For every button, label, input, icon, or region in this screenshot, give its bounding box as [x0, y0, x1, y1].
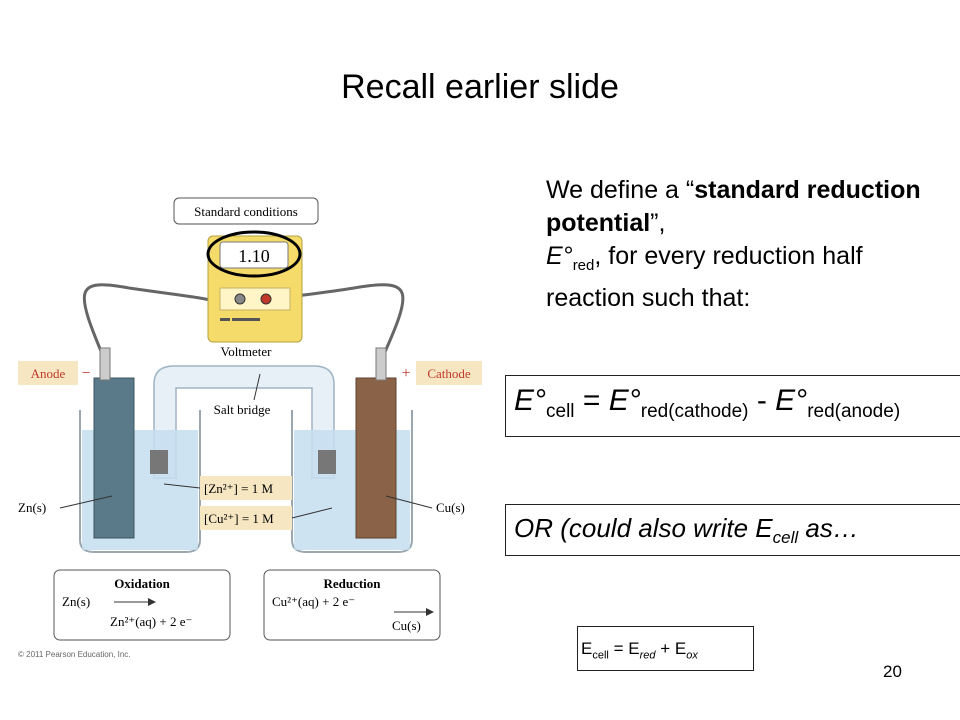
formula-minus: - [748, 384, 776, 417]
small-e1: E [581, 639, 593, 658]
intro-part-1: We define a “ [546, 176, 695, 204]
cathode-sign: + [401, 365, 410, 382]
formula-s3: red(anode) [807, 401, 901, 422]
voltmeter-reading: 1.10 [238, 246, 270, 266]
zn-conc-label: [Zn²⁺] = 1 M [204, 481, 273, 496]
or-sub: cell [772, 528, 799, 548]
zinc-electrode [93, 377, 135, 539]
oxidation-box [53, 569, 231, 641]
formula-s1: cell [546, 401, 575, 422]
small-s2: red [639, 649, 656, 662]
anode-label: Anode [31, 366, 66, 381]
or-text: OR (could also write E [514, 513, 773, 543]
left-beaker [79, 410, 201, 553]
intro-text: We define a “standard reduction potentia… [546, 174, 926, 315]
voltmeter-terminal-pos [260, 293, 272, 305]
formula-e1: E° [514, 384, 547, 417]
highlight-circle [206, 230, 302, 278]
cu-conc-box [200, 506, 292, 530]
zinc-electrode-label: Zn(s) [18, 500, 46, 515]
oxidation-products: Zn²⁺(aq) + 2 e⁻ [110, 614, 192, 629]
reduction-product: Cu(s) [392, 618, 421, 633]
formula-p3: (anode) [834, 401, 901, 422]
ecell-sum-formula: Ecell = Ered + Eox [577, 626, 754, 671]
small-e3: E [674, 639, 687, 658]
right-beaker [291, 410, 413, 553]
formula-eq: = [574, 384, 609, 417]
small-eq: = [608, 639, 629, 658]
cu-conc-label: [Cu²⁺] = 1 M [204, 511, 274, 526]
intro-symbol: E° [546, 242, 573, 270]
cell-potential-formula: E°cell = E°red(cathode) - E°red(anode) [505, 375, 960, 437]
formula-p2: (cathode) [668, 401, 749, 422]
formula-e2: E° [608, 384, 641, 417]
salt-bridge-label: Salt bridge [214, 402, 271, 417]
slide-title: Recall earlier slide [341, 68, 619, 106]
copyright-notice: © 2011 Pearson Education, Inc. [18, 650, 131, 659]
copper-electrode [355, 377, 397, 539]
anode-label-box [18, 361, 78, 385]
reduction-box [263, 569, 441, 641]
intro-bold-term: standard reduction potential [546, 176, 921, 237]
formula-s2: red(cathode) [640, 401, 749, 422]
alternative-formula-note: OR (could also write Ecell as… [505, 504, 960, 556]
cathode-label: Cathode [427, 366, 471, 381]
cathode-label-box [416, 361, 482, 385]
zn-conc-box [200, 476, 292, 500]
or-tail: as… [798, 513, 859, 543]
standard-conditions-box [173, 197, 319, 225]
formula-e3: E° [775, 384, 808, 417]
oxidation-reactant: Zn(s) [62, 594, 90, 609]
intro-part-3: , for every reduction half reaction such… [546, 242, 863, 312]
voltmeter-label: Voltmeter [220, 344, 272, 359]
voltmeter-terminal-neg [234, 293, 246, 305]
oxidation-title: Oxidation [114, 576, 170, 591]
galvanic-cell-figure: Standard conditions 1.10 Voltmeter Salt … [14, 178, 514, 668]
voltmeter-display [219, 241, 289, 269]
small-e2: E [628, 639, 640, 658]
intro-symbol-sub: red [572, 257, 595, 274]
standard-conditions-label: Standard conditions [194, 204, 298, 219]
reduction-reactants: Cu²⁺(aq) + 2 e⁻ [272, 594, 355, 609]
left-wire [82, 283, 225, 364]
anode-sign: − [81, 365, 90, 382]
small-s1: cell [592, 649, 609, 662]
page-number: 20 [883, 662, 902, 681]
reduction-title: Reduction [323, 576, 381, 591]
small-plus: + [655, 639, 675, 658]
intro-part-2: ”, [650, 209, 666, 237]
small-s3: ox [686, 649, 698, 662]
copper-electrode-label: Cu(s) [436, 500, 465, 515]
